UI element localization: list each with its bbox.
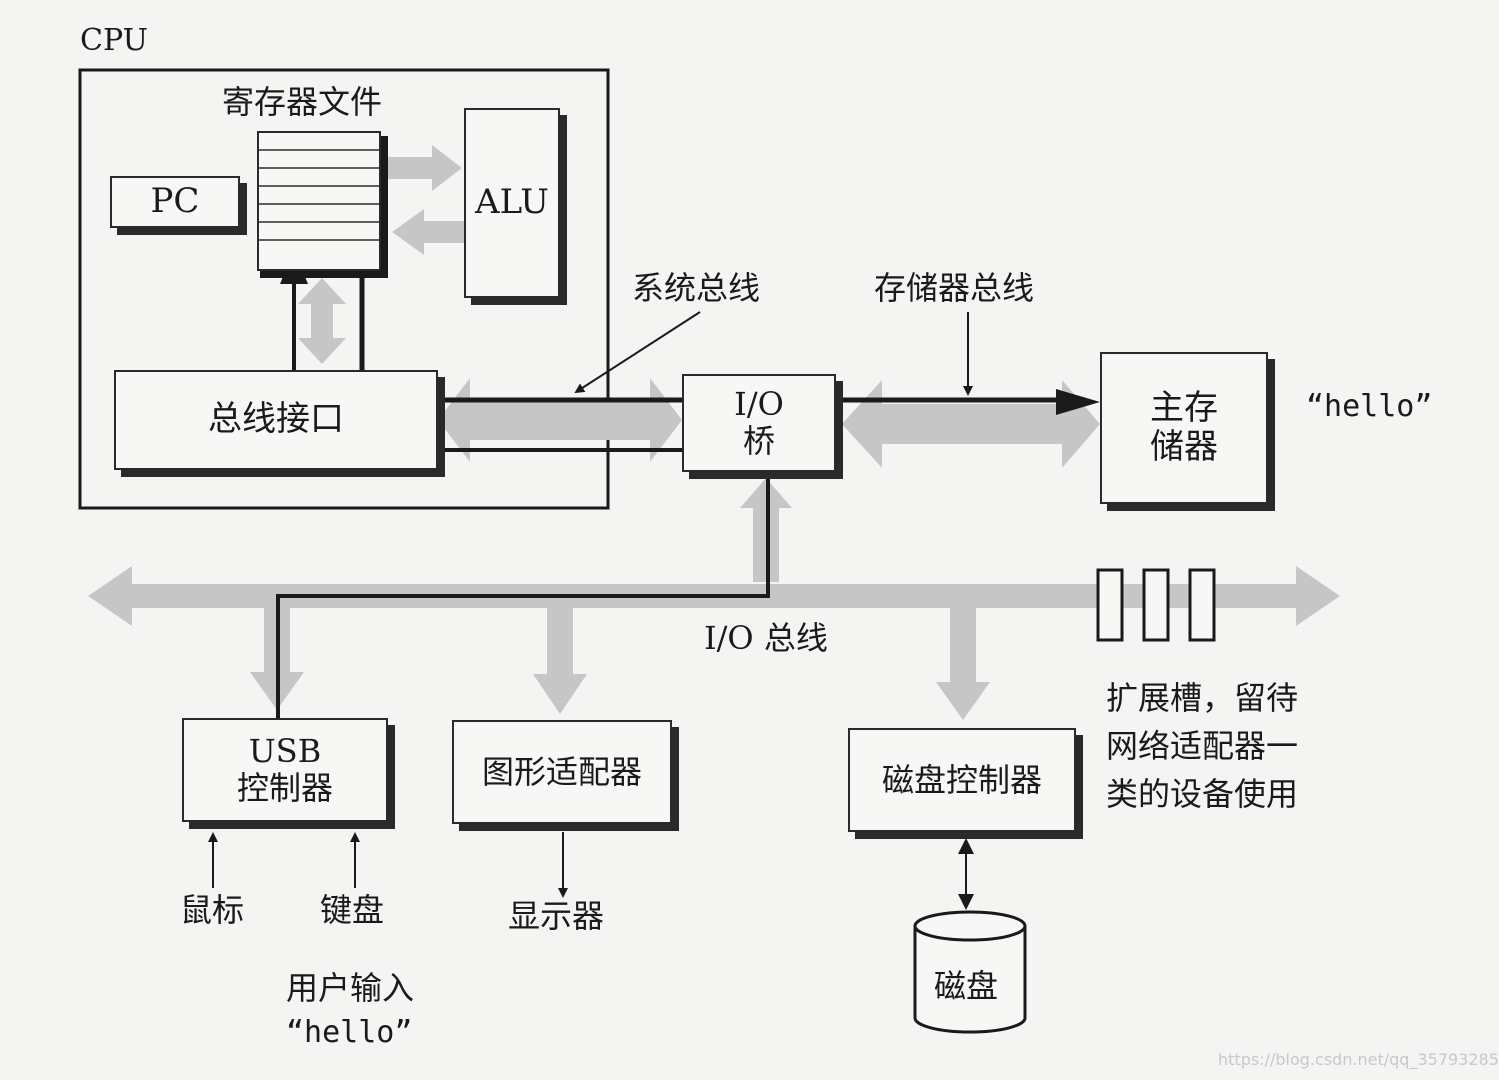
alu-label: ALU	[475, 182, 549, 223]
graphics-adapter-label: 图形适配器	[481, 752, 642, 791]
display-label: 显示器	[508, 897, 605, 935]
expansion-slots	[1096, 568, 1216, 642]
disk-drop-arrow	[936, 608, 990, 720]
main-memory: 主存 储器	[1100, 352, 1268, 504]
main-memory-label-line2: 储器	[1150, 427, 1218, 467]
memory-bus-band	[842, 380, 1100, 468]
pc-label: PC	[150, 181, 200, 222]
expansion-label-line1: 扩展槽，留待	[1106, 679, 1299, 717]
disk-link-arrow-down	[958, 894, 974, 910]
cpu-boundary	[78, 68, 610, 510]
io-bridge-label-line2: 桥	[738, 423, 779, 460]
disk-controller-label: 磁盘控制器	[881, 760, 1042, 799]
graphics-adapter: 图形适配器	[452, 720, 672, 824]
disk-label: 磁盘	[934, 967, 999, 1005]
register-file	[257, 131, 388, 278]
regfile-to-alu-arrow	[388, 145, 462, 191]
regfile-businterface-arrow	[298, 278, 346, 364]
disk-controller: 磁盘控制器	[848, 728, 1076, 832]
keyboard-label: 键盘	[320, 891, 385, 929]
bus-interface: 总线接口	[114, 370, 438, 470]
expansion-label-line3: 类的设备使用	[1106, 775, 1299, 813]
io-bus-label: I/O 总线	[704, 619, 828, 657]
user-input-label: 用户输入	[286, 969, 415, 1007]
memory-hello-label: “hello”	[1306, 389, 1433, 424]
system-bus-label: 系统总线	[632, 269, 761, 307]
bus-interface-label: 总线接口	[208, 399, 344, 440]
data-path-line	[276, 282, 770, 722]
user-hello-label: “hello”	[286, 1015, 413, 1050]
graphics-drop-arrow	[533, 608, 587, 714]
register-file-label: 寄存器文件	[222, 83, 383, 121]
usb-label-line1: USB	[248, 732, 322, 771]
usb-controller: USB 控制器	[182, 718, 388, 822]
alu-unit: ALU	[464, 108, 560, 298]
watermark-text: https://blog.csdn.net/qq_35793285	[1218, 1050, 1499, 1069]
io-bridge-label-line1: I/O	[730, 386, 788, 423]
memory-path-arrowhead	[1056, 389, 1100, 415]
mouse-label: 鼠标	[180, 891, 245, 929]
disk-link-arrow-up	[958, 838, 974, 854]
system-bus-band	[438, 378, 682, 462]
cpu-label: CPU	[80, 23, 148, 58]
pc-register: PC	[110, 176, 240, 228]
alu-to-regfile-arrow	[392, 209, 468, 255]
memory-bus-label: 存储器总线	[874, 269, 1035, 307]
expansion-label-line2: 网络适配器一	[1106, 727, 1299, 765]
main-memory-label-line1: 主存	[1150, 387, 1218, 428]
io-bridge: I/O 桥	[682, 374, 836, 472]
usb-label-line2: 控制器	[236, 769, 333, 807]
disk-cylinder	[913, 910, 1027, 1034]
system-bus-leader	[574, 311, 701, 394]
